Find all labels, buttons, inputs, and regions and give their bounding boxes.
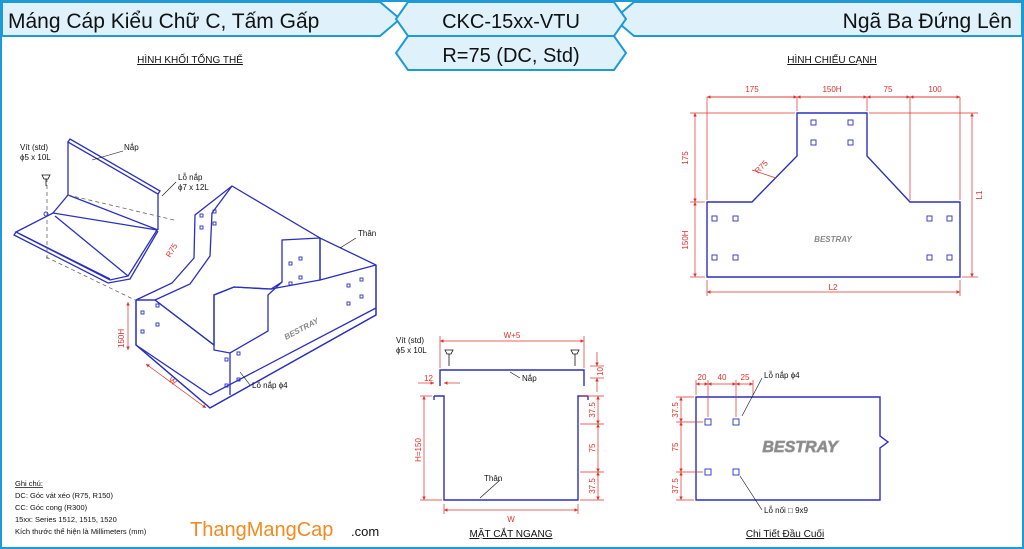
header: Máng Cáp Kiểu Chữ C, Tấm Gấp CKC-15xx-VT… [1, 1, 1023, 71]
end-dim-top-2: 40 [718, 373, 727, 382]
notes: Ghi chú: DC: Góc vát xéo (R75, R150) CC:… [15, 479, 147, 536]
section-width-dim: W [507, 515, 515, 524]
end-dim-top-1: 20 [698, 373, 707, 382]
section-dim-12: 12 [424, 374, 433, 383]
section-height-dim: H=150 [414, 438, 423, 462]
notes-heading: Ghi chú: [15, 479, 43, 488]
iso-lid-hole-size: ϕ7 x 12L [178, 183, 209, 192]
note-line-2: CC: Góc cong (R300) [15, 503, 88, 512]
section-screw-icons [444, 349, 580, 366]
side-dim-top-4: 100 [928, 85, 942, 94]
end-detail-view: 20 40 25 Lỗ nắp ϕ4 37.5 75 37.5 Lỗ nối □… [671, 371, 890, 515]
section-leaders [479, 371, 521, 499]
section-dim-right-3: 37.5 [588, 478, 597, 494]
side-dim-right: L1 [975, 190, 984, 199]
section-screw-label: Vít (std) [396, 336, 424, 345]
section-lid-label: Nắp [522, 374, 537, 383]
side-holes [711, 119, 953, 261]
section-profile [433, 369, 589, 501]
brand-name: ThangMangCap [190, 519, 333, 541]
side-radius-label: R75 [753, 158, 770, 175]
side-dim-bottom: L2 [829, 283, 838, 292]
end-dim-lines [676, 380, 754, 501]
side-dim-top-2: 150H [822, 85, 841, 94]
iso-leaders [91, 150, 357, 386]
section-view-title: MẶT CẮT NGANG [470, 527, 553, 540]
iso-height-dim: 150H [117, 329, 126, 348]
iso-dim-lines [126, 302, 207, 409]
end-outline [695, 396, 890, 501]
note-line-1: DC: Góc vát xéo (R75, R150) [15, 491, 113, 500]
section-dim-right-1: 37.5 [588, 402, 597, 418]
iso-lid-label: Nắp [124, 143, 139, 152]
end-logo: BESTRAY [762, 439, 839, 456]
iso-screw-size: ϕ5 x 10L [20, 153, 51, 162]
iso-lid-hole-label: Lỗ nắp [178, 173, 203, 182]
end-leaders [739, 377, 763, 511]
end-dim-left-2: 75 [671, 442, 680, 451]
section-screw-size: ϕ5 x 10L [396, 346, 427, 355]
section-body-label: Thân [484, 474, 502, 483]
iso-screw-icon [41, 174, 51, 186]
brand-watermark: ThangMangCap .com [190, 519, 379, 541]
side-dim-left-bottom: 150H [681, 230, 690, 249]
right-title: Ngã Ba Đứng Lên [843, 10, 1012, 33]
side-dim-left-top: 175 [681, 151, 690, 165]
iso-view-title: HÌNH KHỐI TỔNG THỂ [137, 52, 243, 66]
end-dim-left-1: 37.5 [671, 402, 680, 418]
section-dim-right-2: 75 [588, 443, 597, 452]
side-logo: BESTRAY [814, 235, 852, 244]
product-code: CKC-15xx-VTU [442, 11, 580, 33]
end-holes [704, 418, 740, 476]
side-view-title: HÌNH CHIẾU CẠNH [787, 53, 876, 66]
side-outline [706, 112, 961, 278]
end-dim-top-3: 25 [741, 373, 750, 382]
section-view: Vít (std) ϕ5 x 10L W+5 10 12 Nắp H=150 3… [396, 331, 605, 524]
note-line-3: 15xx: Series 1512, 1515, 1520 [15, 515, 117, 524]
side-dim-top-1: 175 [745, 85, 759, 94]
side-dim-top-3: 75 [884, 85, 893, 94]
iso-radius-label: R75 [164, 241, 180, 259]
end-dim-left-3: 37.5 [671, 478, 680, 494]
iso-hole-note: Lỗ nắp ϕ4 [252, 381, 288, 390]
iso-body-label: Thân [358, 229, 376, 238]
radius-banner [394, 35, 628, 71]
left-banner [1, 1, 402, 37]
section-top-width: W+5 [504, 331, 521, 340]
end-hole-label: Lỗ nắp ϕ4 [764, 371, 800, 380]
iso-hidden-lines [45, 178, 175, 301]
section-dim-lines [418, 336, 604, 514]
left-title: Máng Cáp Kiểu Chữ C, Tấm Gấp [8, 10, 319, 33]
end-detail-title: Chi Tiết Đầu Cuối [746, 528, 824, 540]
section-dim-10: 10 [596, 367, 605, 376]
note-line-4: Kích thước thể hiện là Millimeters (mm) [15, 527, 147, 536]
iso-screw-label: Vít (std) [20, 143, 48, 152]
brand-suffix: .com [351, 524, 379, 539]
iso-holes [43, 209, 364, 388]
side-view: 175 150H 75 100 175 150H L1 L2 R75 BESTR… [681, 85, 984, 296]
radius-spec: R=75 (DC, Std) [442, 45, 579, 67]
end-slot-label: Lỗ nối □ 9x9 [764, 506, 809, 515]
side-dim-lines [690, 95, 978, 296]
